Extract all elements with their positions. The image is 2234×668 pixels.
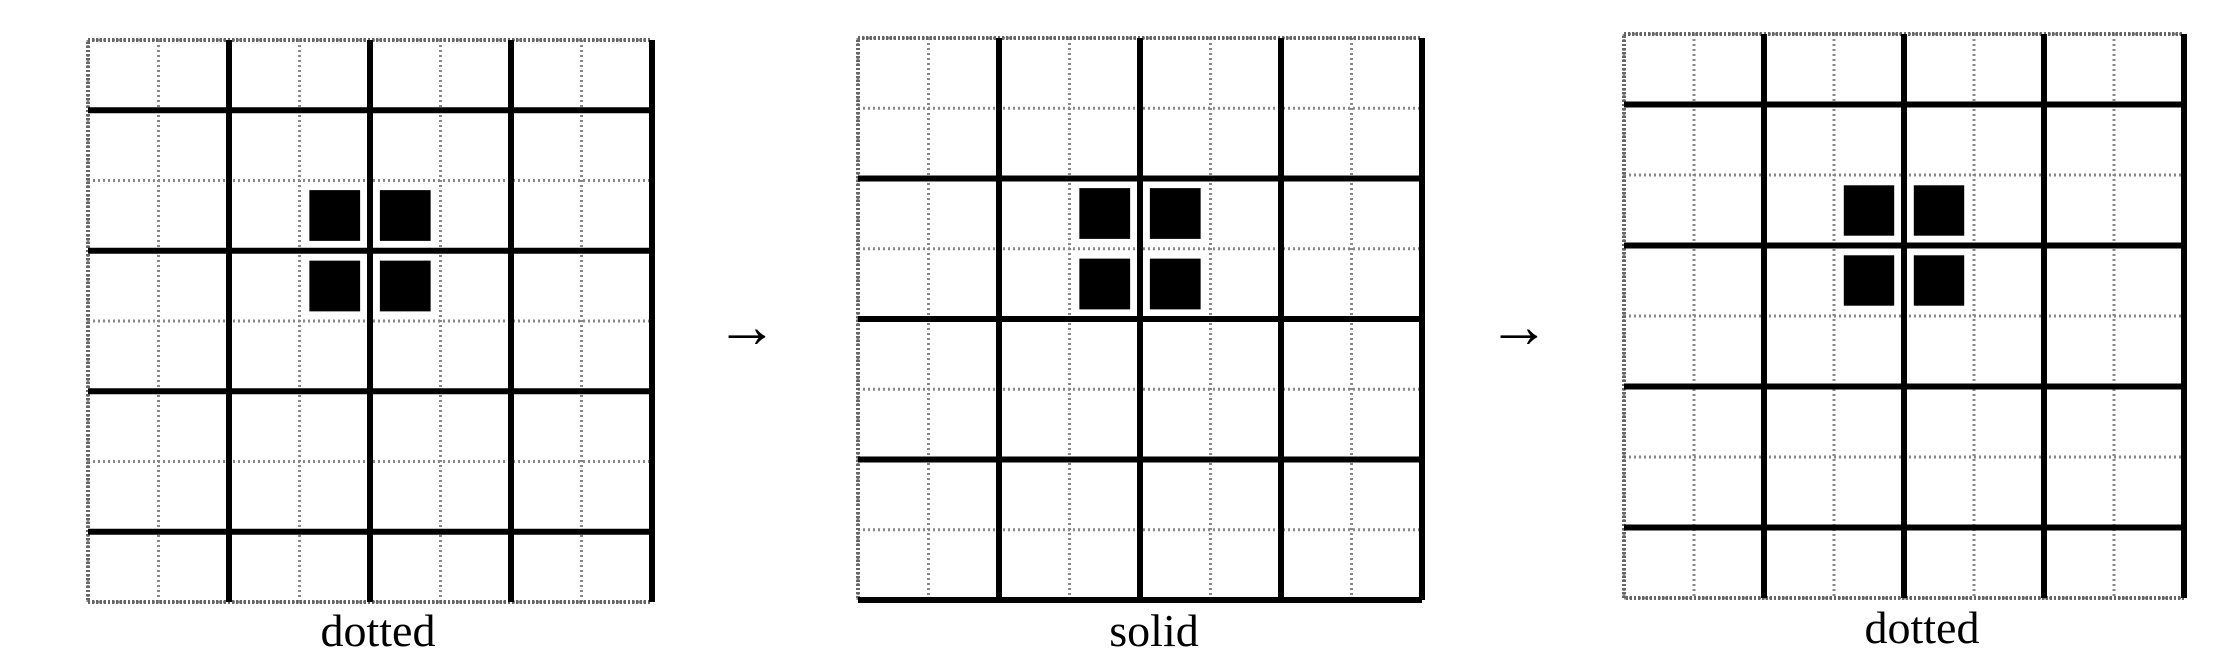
filled-square xyxy=(1913,185,1965,236)
grid-panel-3 xyxy=(1622,32,2187,600)
filled-square xyxy=(1079,188,1131,239)
grid-panel-1 xyxy=(86,38,655,604)
panel-2-caption: solid xyxy=(1109,605,1199,656)
filled-square xyxy=(1079,258,1131,310)
grid-panel-2 xyxy=(856,36,1425,603)
filled-square xyxy=(309,260,361,312)
filled-square xyxy=(379,260,431,312)
panel-3-caption: dotted xyxy=(1864,602,1980,653)
filled-square xyxy=(309,190,361,241)
filled-square xyxy=(379,190,431,241)
arrow-2: → xyxy=(1488,293,1550,361)
arrow-1: → xyxy=(716,293,778,361)
filled-square xyxy=(1149,188,1201,239)
filled-square xyxy=(1149,258,1201,310)
filled-square xyxy=(1913,255,1965,306)
panel-1-caption: dotted xyxy=(320,605,436,656)
filled-square xyxy=(1843,255,1895,306)
filled-square xyxy=(1843,185,1895,236)
